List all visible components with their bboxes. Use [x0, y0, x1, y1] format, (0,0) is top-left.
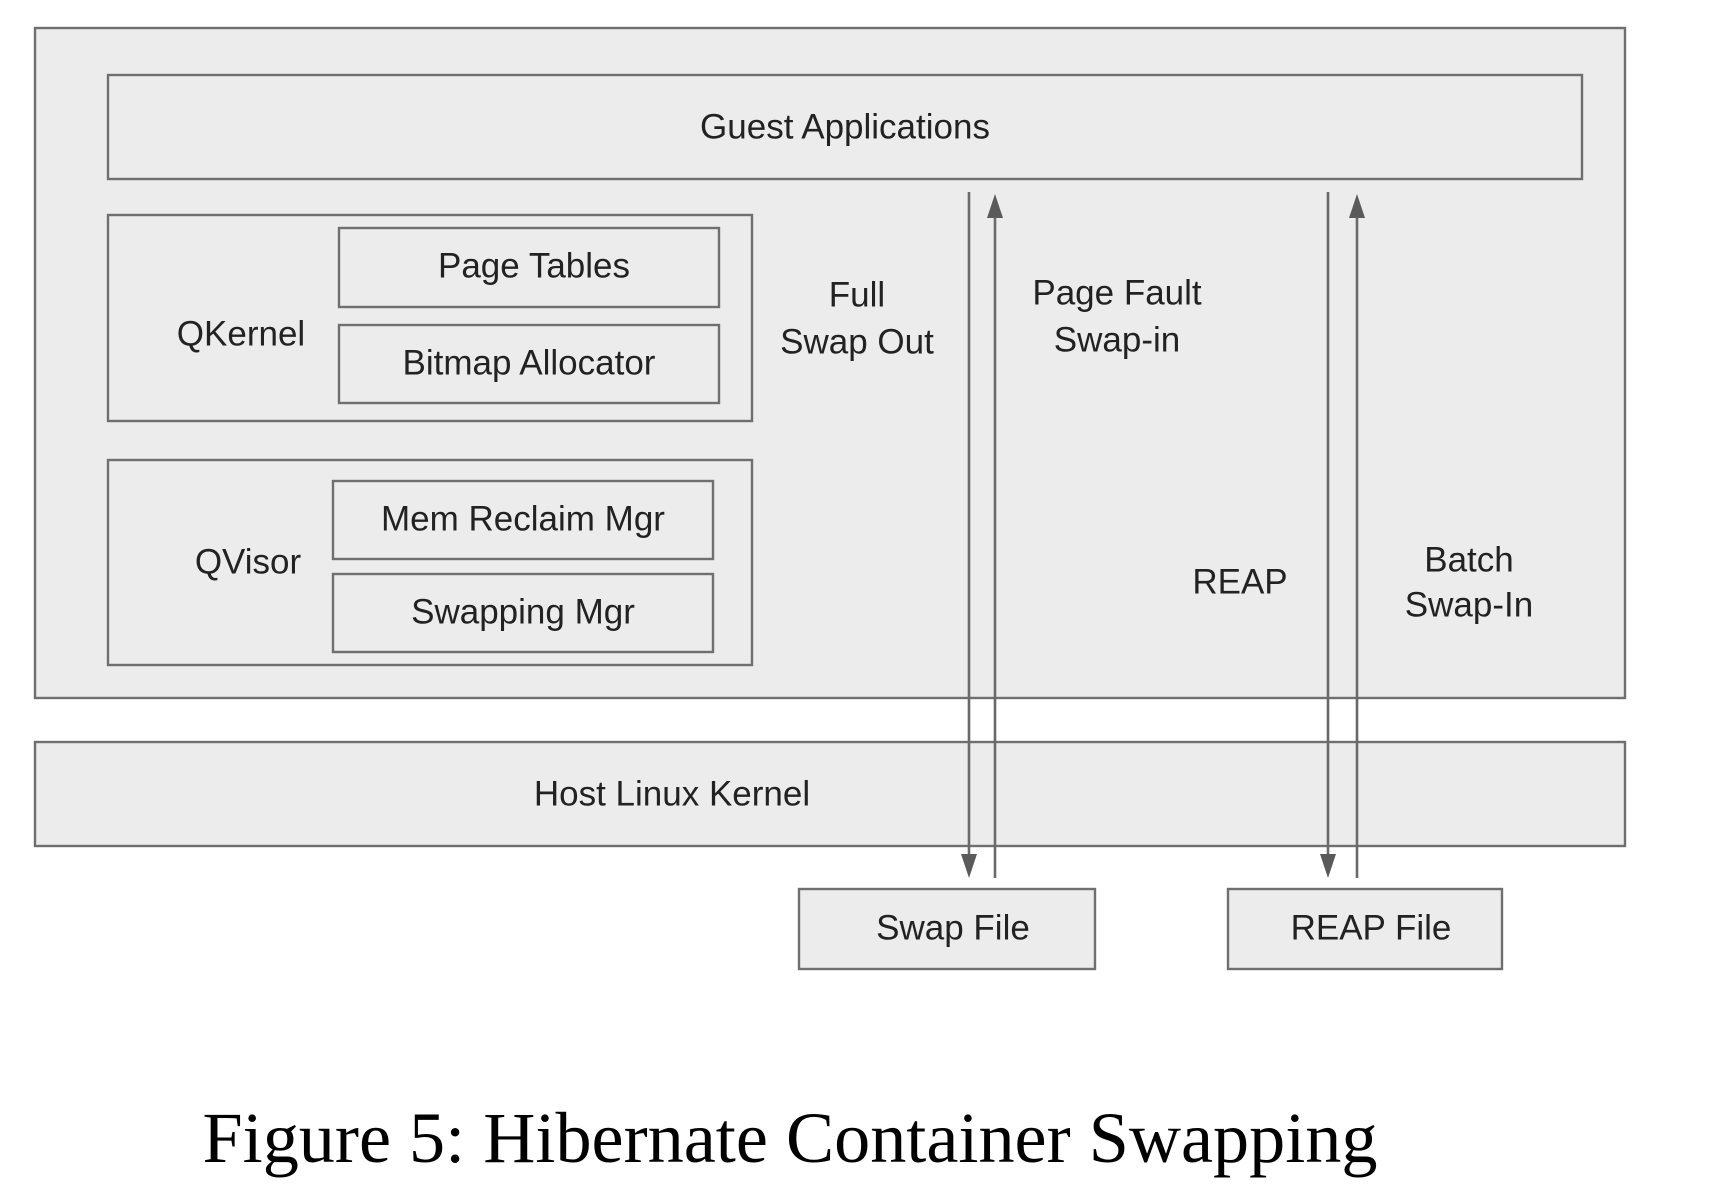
guest-applications-label: Guest Applications	[700, 107, 990, 146]
swap-file-box	[797, 887, 1097, 971]
reap-file-label: REAP File	[1291, 908, 1452, 947]
mem-reclaim-mgr-box	[331, 479, 715, 561]
batch-swap-in-label-line2: Swap-In	[1405, 585, 1533, 624]
reap-arrow	[1320, 192, 1336, 878]
swapping-mgr-box	[331, 572, 715, 654]
page-fault-swap-in-arrow	[987, 194, 1003, 878]
swap-file-label: Swap File	[876, 908, 1030, 947]
arrow-down-icon	[961, 854, 977, 878]
page-tables-box	[337, 226, 721, 309]
guest-applications-box	[106, 73, 1584, 181]
batch-swap-in-label-line1: Batch	[1424, 540, 1514, 579]
page-fault-swap-in-label-line1: Page Fault	[1032, 273, 1202, 312]
host-linux-kernel-box	[33, 740, 1627, 848]
bitmap-allocator-label: Bitmap Allocator	[403, 343, 656, 382]
full-swap-out-arrow	[961, 192, 977, 878]
qkernel-label: QKernel	[177, 314, 305, 353]
page-fault-swap-in-label-line2: Swap-in	[1054, 320, 1180, 359]
mem-reclaim-mgr-label: Mem Reclaim Mgr	[381, 499, 665, 538]
reap-file-box	[1226, 887, 1504, 971]
reap-label: REAP	[1192, 562, 1287, 601]
figure-caption: Figure 5: Hibernate Container Swapping	[203, 1098, 1378, 1178]
arrow-up-icon	[987, 194, 1003, 218]
qvisor-label: QVisor	[195, 542, 302, 581]
swapping-mgr-label: Swapping Mgr	[411, 592, 635, 631]
batch-swap-in-arrow	[1349, 194, 1365, 878]
bitmap-allocator-box	[337, 323, 721, 405]
host-linux-kernel-label: Host Linux Kernel	[534, 774, 810, 813]
full-swap-out-label-line2: Swap Out	[780, 322, 934, 361]
arrow-up-icon	[1349, 194, 1365, 218]
full-swap-out-label-line1: Full	[829, 275, 885, 314]
arrow-down-icon	[1320, 854, 1336, 878]
page-tables-label: Page Tables	[438, 246, 630, 285]
